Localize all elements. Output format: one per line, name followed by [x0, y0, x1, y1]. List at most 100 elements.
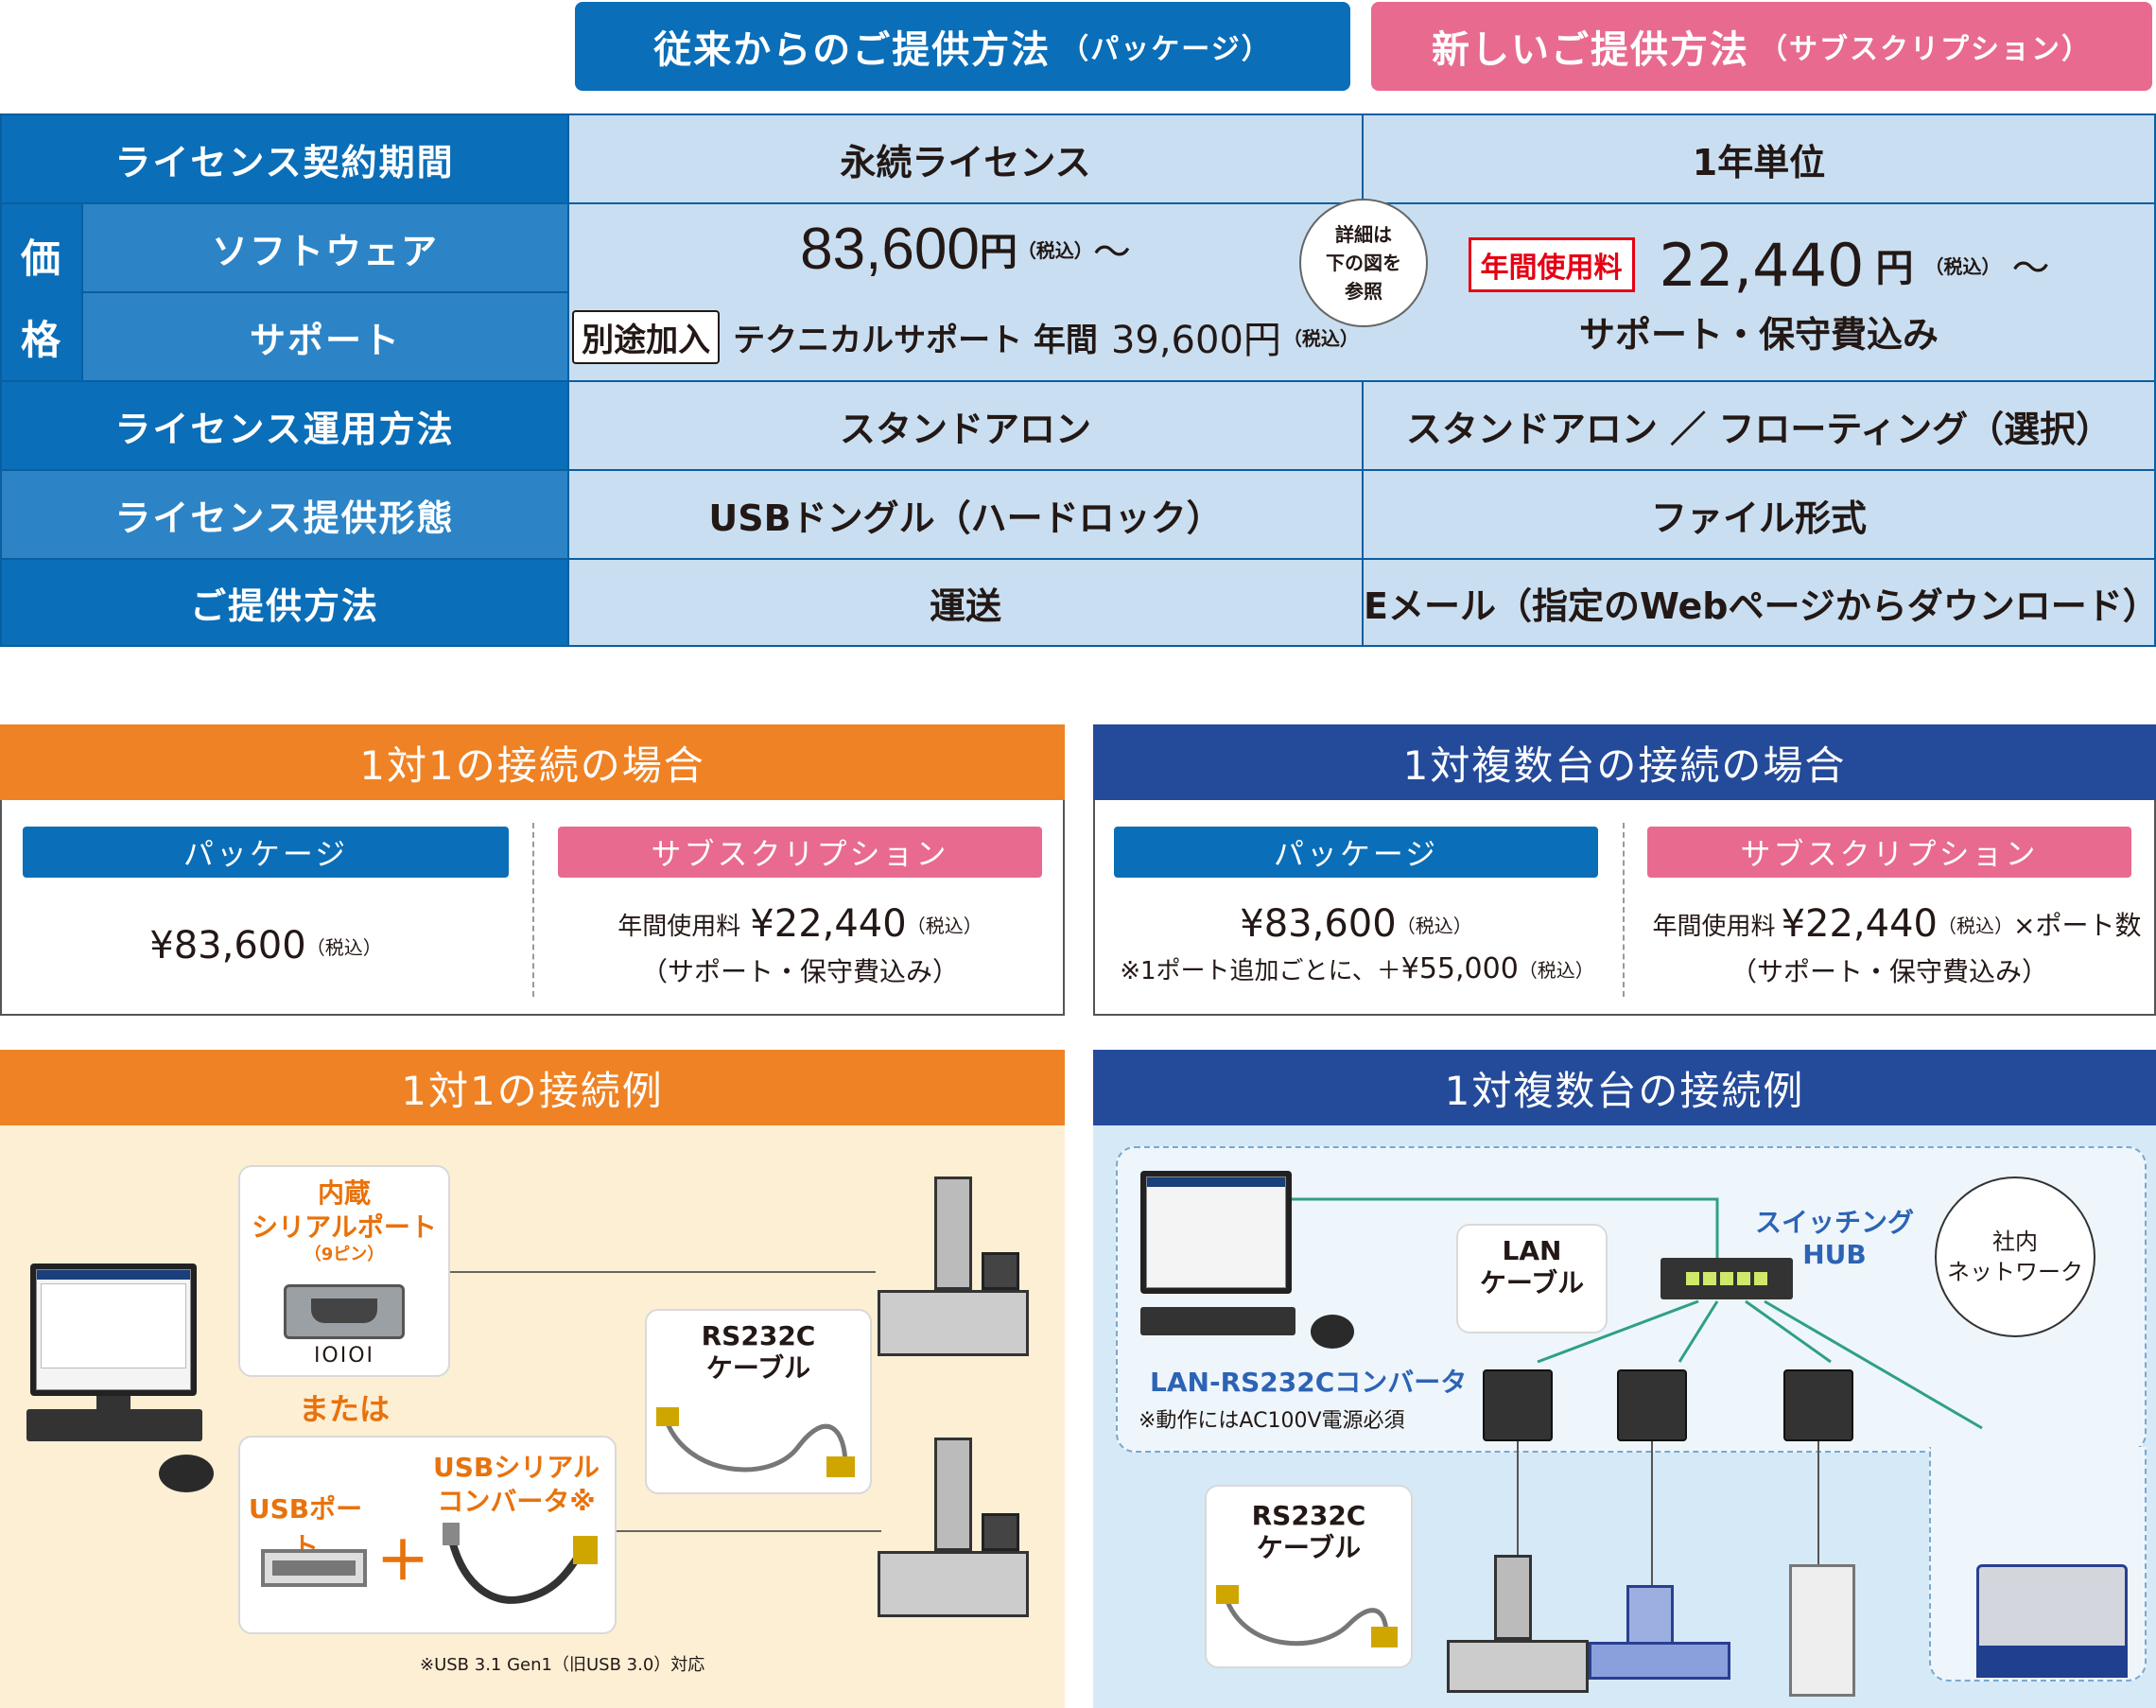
subscription-header-sub: （サブスクリプション）: [1759, 33, 2092, 66]
usb-callout: [238, 1436, 617, 1634]
hub-label: スイッチング HUB: [1754, 1207, 1914, 1270]
cable-line: [617, 1530, 881, 1532]
package-form: USBドングル（ハードロック）: [708, 497, 1223, 539]
one-to-one-subscription-pill: サブスクリプション: [558, 827, 1042, 878]
one-to-one-sub-note: （サポート・保守費込み）: [640, 956, 959, 987]
divider: [0, 469, 567, 471]
one-to-many-subscription-pill: サブスクリプション: [1647, 827, 2131, 878]
package-software-price: 83,600 円 （税込） ～: [800, 216, 1131, 282]
separate-badge: 別途加入: [572, 309, 721, 364]
divider: [567, 380, 2154, 382]
subscription-delivery: Eメール（指定のWebページからダウンロード）: [1364, 584, 2156, 627]
plus-icon: ＋: [376, 1531, 429, 1593]
lan-callout: [1456, 1224, 1608, 1333]
label-price-char-1: 価: [20, 235, 62, 282]
internal-network-circle: 社内 ネットワーク: [1935, 1176, 2095, 1337]
cable-line: [1651, 1441, 1653, 1630]
machining-center-icon: [1589, 1585, 1730, 1689]
subscription-header-title: 新しいご提供方法: [1432, 28, 1749, 72]
divider: [0, 380, 567, 382]
label-software: ソフトウェア: [83, 204, 567, 291]
divider: [83, 291, 567, 293]
dashed-separator: [532, 823, 534, 997]
pc-stand: [96, 1396, 130, 1411]
usb-footnote: ※USB 3.1 Gen1（旧USB 3.0）対応: [420, 1655, 705, 1675]
label-operation: ライセンス運用方法: [2, 382, 567, 469]
subscription-operation: スタンドアロン ／ フローティング（選択）: [1405, 408, 2113, 450]
annual-fee-badge: 年間使用料: [1468, 237, 1635, 292]
dashed-separator: [1623, 823, 1625, 997]
subscription-license-period: 1年単位: [1692, 141, 1826, 183]
label-price-char-2: 格: [20, 317, 62, 363]
divider: [1362, 113, 1364, 204]
usb-converter-label: USBシリアル コンバータ※: [433, 1452, 600, 1517]
keyboard-icon: [26, 1409, 202, 1441]
label-delivery: ご提供方法: [2, 560, 567, 645]
one-to-many-package-note: ※1ポート追加ごとに、＋ ¥55,000 （税込）: [1120, 951, 1594, 985]
lan-label: LAN ケーブル: [1479, 1235, 1585, 1298]
detail-note-circle: 詳細は 下の図を 参照: [1299, 199, 1428, 327]
converter-note: ※動作にはAC100V電源必須: [1139, 1409, 1405, 1433]
network-lines: [1292, 1197, 1983, 1430]
machine-tool-icon: [878, 1176, 1029, 1366]
subscription-form: ファイル形式: [1650, 497, 1867, 539]
divider: [0, 558, 567, 560]
machine-tool-icon: [878, 1438, 1029, 1627]
subscription-price-line: 年間使用料 22,440 円 （税込） ～: [1364, 227, 2154, 303]
one-to-one-example-title: 1対1の接続例: [0, 1050, 1065, 1125]
cable-line: [1817, 1441, 1819, 1574]
or-label: または: [298, 1391, 390, 1427]
mouse-icon: [1311, 1315, 1354, 1349]
package-header: 従来からのご提供方法 （パッケージ）: [575, 2, 1350, 91]
label-support: サポート: [83, 293, 567, 380]
divider: [1362, 380, 1364, 647]
label-license-period: ライセンス契約期間: [2, 115, 567, 202]
pc-monitor-icon: [30, 1264, 197, 1396]
one-to-many-sub-price: 年間使用料 ¥22,440 （税込） ×ポート数: [1652, 902, 2142, 946]
lathe-icon: [1770, 1564, 1874, 1697]
one-to-one-package-price: ¥83,600 （税込）: [149, 924, 382, 967]
package-license-period: 永続ライセンス: [840, 141, 1091, 183]
pc-monitor-icon: [1140, 1171, 1292, 1294]
converter-label: LAN-RS232Cコンバータ: [1150, 1367, 1468, 1398]
lan-rs232c-converter-icon: [1783, 1369, 1853, 1441]
rs232c-cable-icon: [1216, 1585, 1398, 1647]
subscription-header: 新しいご提供方法 （サブスクリプション）: [1371, 2, 2152, 91]
one-to-many-sub-note: （サポート・保守費込み）: [1730, 956, 2048, 987]
cnc-lathe-icon: [1976, 1564, 2128, 1678]
one-to-one-pricing-title: 1対1の接続の場合: [0, 724, 1065, 800]
switching-hub-icon: [1660, 1258, 1793, 1299]
package-header-sub: （パッケージ）: [1060, 33, 1272, 66]
label-price-block: [2, 204, 81, 380]
one-to-one-package-pill: パッケージ: [23, 827, 509, 878]
usb-serial-converter-icon: [443, 1523, 598, 1604]
divider: [567, 558, 2154, 560]
divider: [567, 469, 2154, 471]
serial-port-icon: [284, 1284, 405, 1339]
rs232c-label: RS232C ケーブル: [1251, 1500, 1366, 1563]
one-to-many-package-price: ¥83,600 （税込）: [1240, 902, 1472, 946]
serial-port-callout: [238, 1165, 450, 1377]
lan-rs232c-converter-icon: [1617, 1369, 1687, 1441]
mouse-icon: [159, 1455, 214, 1492]
milling-machine-icon: [1447, 1555, 1589, 1697]
one-to-one-sub-price: 年間使用料 ¥22,440 （税込）: [617, 902, 982, 946]
keyboard-icon: [1140, 1307, 1295, 1335]
one-to-many-pricing-title: 1対複数台の接続の場合: [1093, 724, 2156, 800]
label-form: ライセンス提供形態: [2, 471, 567, 558]
divider: [81, 204, 83, 380]
divider: [0, 202, 567, 204]
package-support: 別途加入 テクニカルサポート 年間 39,600円 （税込）: [569, 293, 1362, 380]
subscription-support-included: サポート・保守費込み: [1578, 313, 1939, 356]
serial-title: 内蔵 シリアルポート （9ピン）: [252, 1177, 437, 1264]
lan-rs232c-converter-icon: [1483, 1369, 1553, 1441]
usb-port-icon: [261, 1549, 367, 1587]
rs232c-label: RS232C ケーブル: [701, 1320, 816, 1384]
divider: [567, 113, 569, 647]
one-to-many-package-pill: パッケージ: [1114, 827, 1598, 878]
cable-line: [1517, 1441, 1519, 1602]
one-to-many-example-title: 1対複数台の接続例: [1093, 1050, 2156, 1125]
cable-line: [450, 1271, 876, 1273]
package-operation: スタンドアロン: [839, 408, 1091, 450]
package-delivery: 運送: [929, 584, 1001, 627]
